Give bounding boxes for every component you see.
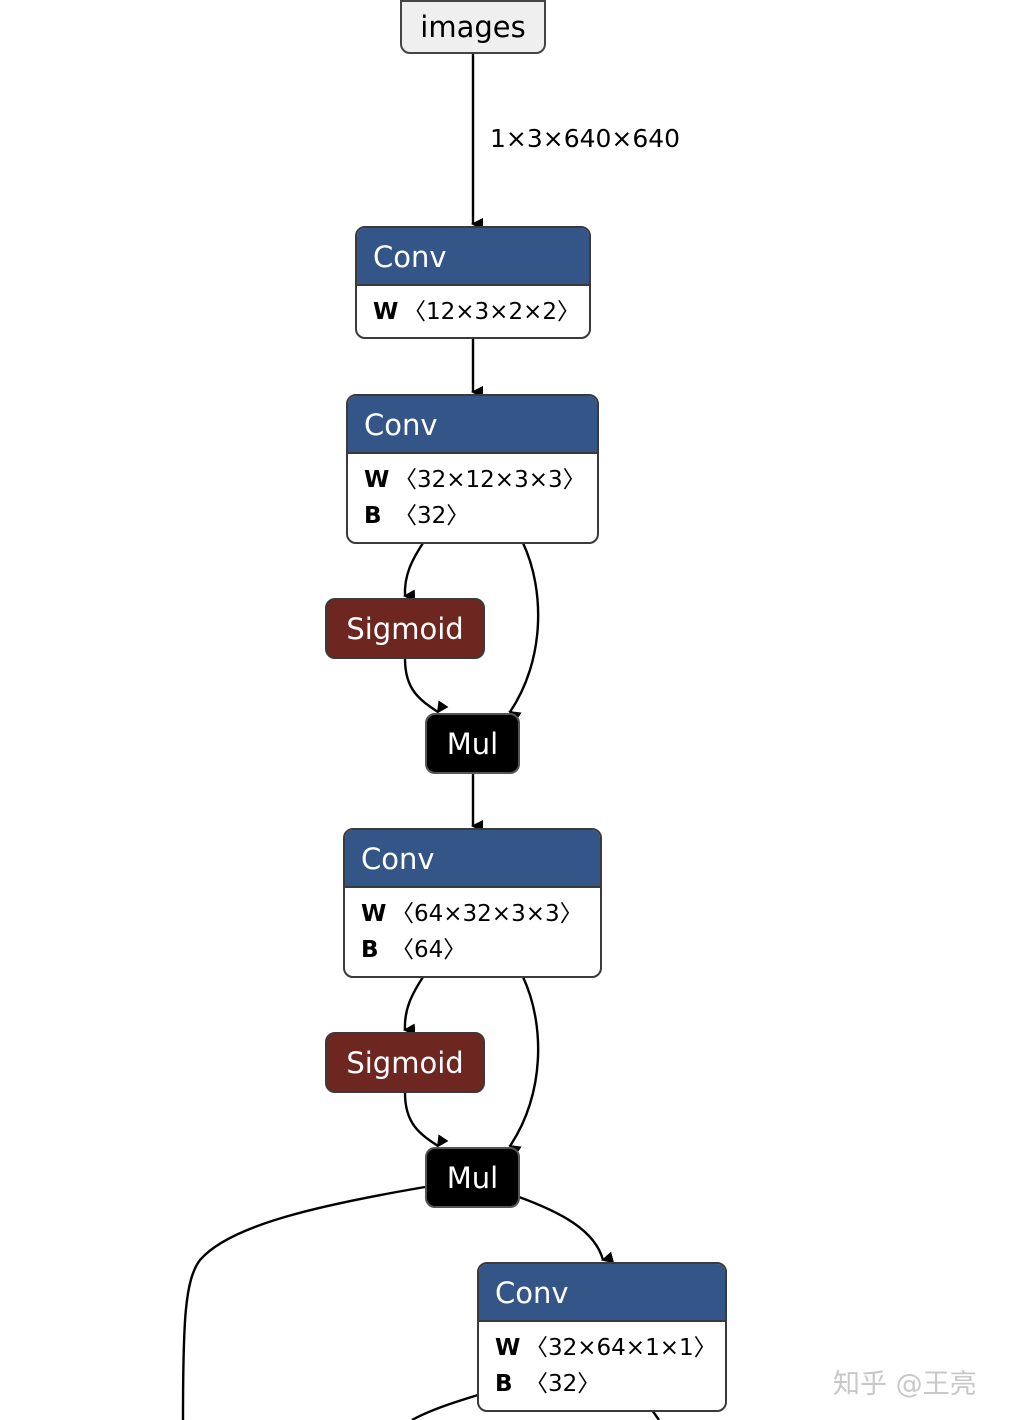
- attr-value: 〈64×32×3×3〉: [391, 901, 583, 927]
- weight-attr: W〈12×3×2×2〉: [373, 294, 580, 330]
- attr-key: B: [361, 937, 379, 963]
- attr-key: B: [495, 1371, 513, 1397]
- attr-key: W: [495, 1335, 521, 1361]
- watermark: 知乎 @王亮: [833, 1369, 977, 1400]
- attr-key: W: [364, 467, 390, 493]
- mul-node-2[interactable]: Mul: [425, 1147, 520, 1208]
- attr-value: 〈32×12×3×3〉: [394, 467, 586, 493]
- edge-conv3-sigmoid2: [403, 976, 425, 1036]
- attr-key: B: [364, 503, 382, 529]
- edge-sigmoid2-mul2: [403, 1092, 449, 1148]
- attr-value: 〈64〉: [391, 937, 467, 963]
- attr-key: W: [361, 901, 387, 927]
- conv-title: Conv: [479, 1264, 725, 1322]
- bias-attr: B 〈32〉: [364, 498, 581, 534]
- conv-node-2[interactable]: Conv W〈32×12×3×3〉 B 〈32〉: [346, 394, 599, 544]
- conv-title: Conv: [357, 228, 589, 286]
- edge-conv4-offscreen-left: [411, 1393, 479, 1420]
- edge-conv2-mul1: [508, 542, 540, 723]
- conv-node-1[interactable]: Conv W〈12×3×2×2〉: [355, 226, 591, 339]
- weight-attr: W〈64×32×3×3〉: [361, 896, 584, 932]
- images-label: images: [420, 10, 526, 44]
- mul-label: Mul: [446, 726, 499, 761]
- images-node[interactable]: images: [400, 0, 546, 54]
- attr-value: 〈12×3×2×2〉: [403, 299, 580, 325]
- edge-shape-label: 1×3×640×640: [490, 124, 681, 153]
- mul-label: Mul: [446, 1160, 499, 1195]
- sigmoid-label: Sigmoid: [346, 1045, 464, 1080]
- weight-attr: W〈32×64×1×1〉: [495, 1330, 717, 1366]
- sigmoid-node-1[interactable]: Sigmoid: [325, 598, 485, 659]
- sigmoid-node-2[interactable]: Sigmoid: [325, 1032, 485, 1093]
- conv-title: Conv: [348, 396, 597, 454]
- edge-conv2-sigmoid1: [403, 542, 425, 602]
- conv-node-4[interactable]: Conv W〈32×64×1×1〉 B 〈32〉: [477, 1262, 727, 1412]
- attr-value: 〈32〉: [525, 1371, 601, 1397]
- conv-node-3[interactable]: Conv W〈64×32×3×3〉 B 〈64〉: [343, 828, 602, 978]
- attr-value: 〈32×64×1×1〉: [525, 1335, 717, 1361]
- conv-title: Conv: [345, 830, 600, 888]
- bias-attr: B 〈32〉: [495, 1366, 709, 1402]
- edge-mul2-conv4: [518, 1195, 615, 1264]
- weight-attr: W〈32×12×3×3〉: [364, 462, 586, 498]
- bias-attr: B 〈64〉: [361, 932, 584, 968]
- sigmoid-label: Sigmoid: [346, 611, 464, 646]
- edge-sigmoid1-mul1: [403, 658, 449, 714]
- attr-value: 〈32〉: [394, 503, 470, 529]
- mul-node-1[interactable]: Mul: [425, 713, 520, 774]
- edge-conv3-mul2: [508, 976, 540, 1157]
- edge-mul2-offscreen: [181, 1185, 426, 1420]
- attr-key: W: [373, 299, 399, 325]
